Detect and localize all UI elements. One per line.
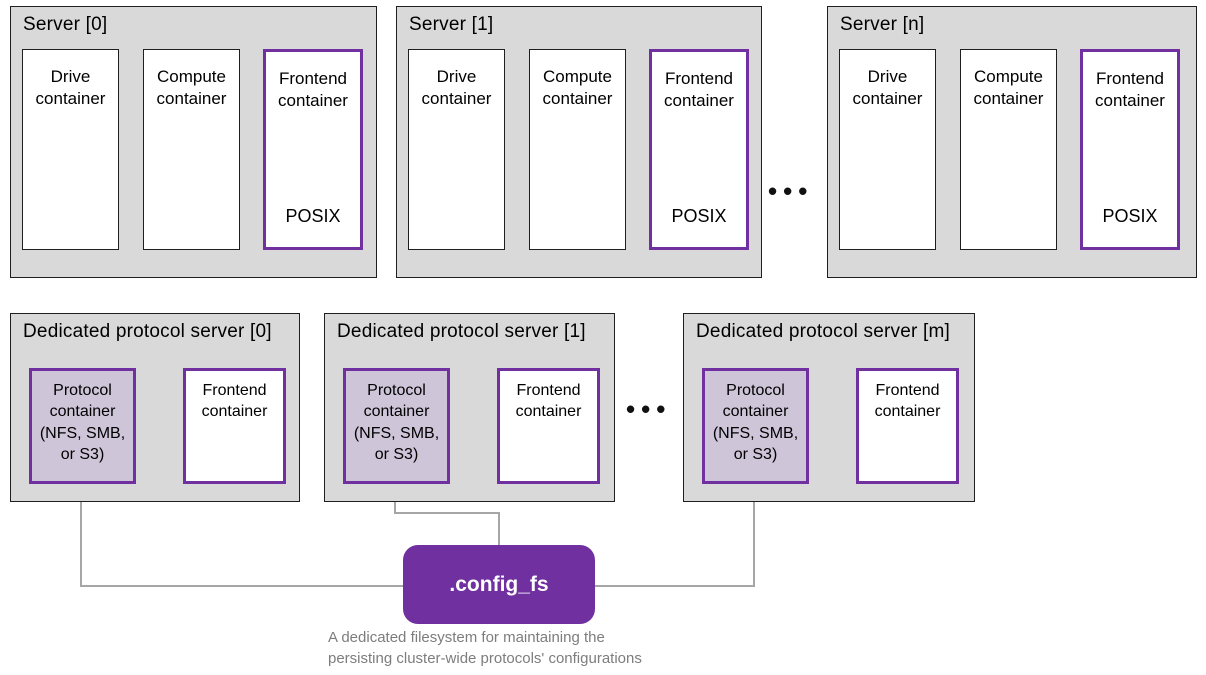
protocol-container-box: Protocol container (NFS, SMB, or S3) [29, 368, 136, 484]
protocol-container-label: Protocol container (NFS, SMB, or S3) [712, 382, 799, 463]
posix-label: POSIX [285, 206, 341, 226]
drive-container-box: Drive container [408, 49, 505, 250]
compute-container-label: Compute container [156, 67, 227, 109]
protocol-server-title-m: Dedicated protocol server [m] [696, 321, 950, 342]
protocol-servers-ellipsis: ••• [626, 394, 672, 424]
protocol-container-label: Protocol container (NFS, SMB, or S3) [39, 382, 126, 463]
protocol-server-box-1: Dedicated protocol server [1] Protocol c… [324, 313, 615, 502]
server-title-0: Server [0] [23, 14, 108, 35]
config-fs-caption: A dedicated filesystem for maintaining t… [328, 629, 642, 667]
protocol-container-label: Protocol container (NFS, SMB, or S3) [353, 382, 440, 463]
frontend-container-label: Frontend container [278, 69, 348, 111]
protocol-container-box: Protocol container (NFS, SMB, or S3) [702, 368, 809, 484]
frontend-container-box: Frontend container [183, 368, 286, 484]
protocol-server-box-m: Dedicated protocol server [m] Protocol c… [683, 313, 975, 502]
posix-label: POSIX [1102, 206, 1158, 226]
frontend-container-box: Frontend container POSIX [1080, 49, 1180, 250]
config-fs-label: .config_fs [449, 572, 549, 596]
protocol-server-title-1: Dedicated protocol server [1] [337, 321, 586, 342]
server-box-0: Server [0] Drive container Compute conta… [10, 6, 377, 278]
server-box-1: Server [1] Drive container Compute conta… [396, 6, 762, 278]
compute-container-box: Compute container [529, 49, 626, 250]
compute-container-box: Compute container [143, 49, 240, 250]
server-title-n: Server [n] [840, 14, 925, 35]
frontend-container-label: Frontend container [664, 69, 734, 111]
frontend-container-label: Frontend container [1095, 69, 1165, 111]
frontend-container-box: Frontend container [856, 368, 959, 484]
drive-container-label: Drive container [852, 67, 923, 109]
server-box-n: Server [n] Drive container Compute conta… [827, 6, 1197, 278]
server-title-1: Server [1] [409, 14, 494, 35]
compute-container-label: Compute container [973, 67, 1044, 109]
drive-container-label: Drive container [421, 67, 492, 109]
frontend-container-box: Frontend container [497, 368, 600, 484]
drive-container-box: Drive container [22, 49, 119, 250]
protocol-server-title-0: Dedicated protocol server [0] [23, 321, 272, 342]
compute-container-box: Compute container [960, 49, 1057, 250]
frontend-container-label: Frontend container [874, 382, 941, 421]
drive-container-label: Drive container [35, 67, 106, 109]
posix-label: POSIX [671, 206, 727, 226]
protocol-server-box-0: Dedicated protocol server [0] Protocol c… [10, 313, 300, 502]
frontend-container-label: Frontend container [201, 382, 268, 421]
drive-container-box: Drive container [839, 49, 936, 250]
servers-ellipsis: ••• [768, 176, 814, 206]
compute-container-label: Compute container [542, 67, 613, 109]
frontend-container-label: Frontend container [515, 382, 582, 421]
protocol-container-box: Protocol container (NFS, SMB, or S3) [343, 368, 450, 484]
frontend-container-box: Frontend container POSIX [649, 49, 749, 250]
config-fs-node: .config_fs [403, 545, 595, 624]
frontend-container-box: Frontend container POSIX [263, 49, 363, 250]
